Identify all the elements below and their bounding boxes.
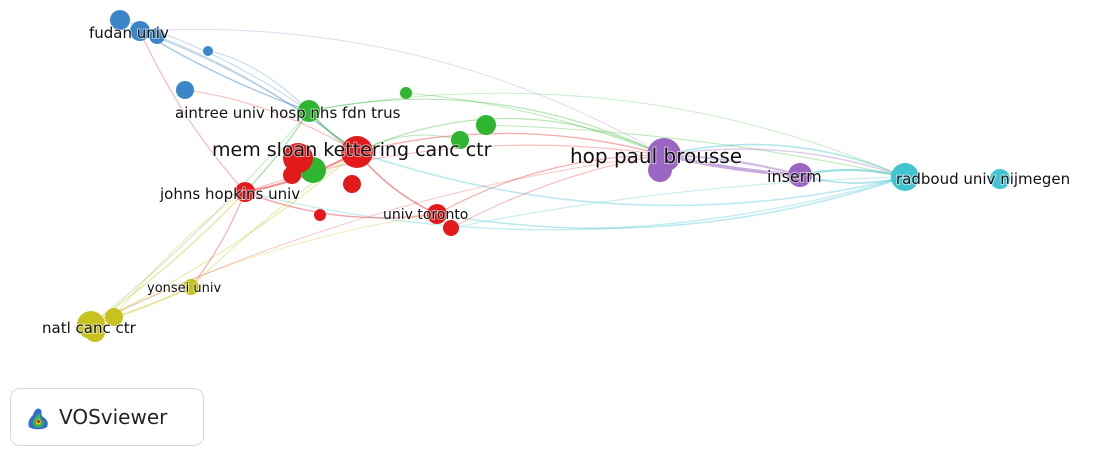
network-edge xyxy=(244,191,438,219)
network-edge xyxy=(405,92,665,156)
network-edge xyxy=(356,117,665,156)
network-node[interactable] xyxy=(176,81,194,99)
network-edge xyxy=(90,151,358,326)
network-edge xyxy=(139,28,665,156)
network-node[interactable] xyxy=(343,175,361,193)
network-edge xyxy=(436,154,665,215)
network-node[interactable] xyxy=(149,28,165,44)
node-univ-toronto[interactable] xyxy=(427,204,447,224)
network-edge xyxy=(113,191,246,318)
network-node[interactable] xyxy=(476,115,496,135)
label-johns-hopkins: johns hopkins univ xyxy=(159,185,300,203)
label-radboud: radboud univ nijmegen xyxy=(896,170,1070,188)
network-node[interactable] xyxy=(990,169,1010,189)
labels-layer: mem sloan kettering canc ctr johns hopkin… xyxy=(41,23,1071,338)
network-edge xyxy=(450,154,665,229)
node-inserm[interactable] xyxy=(788,163,812,187)
network-edge xyxy=(244,176,906,231)
nodes-layer xyxy=(77,10,1010,342)
network-node[interactable] xyxy=(110,10,130,30)
network-edge xyxy=(308,92,906,178)
network-node[interactable] xyxy=(203,46,213,56)
network-node[interactable] xyxy=(314,209,326,221)
network-node[interactable] xyxy=(400,87,412,99)
network-node[interactable] xyxy=(451,131,469,149)
node-yonsei[interactable] xyxy=(183,279,199,295)
node-johns-hopkins[interactable] xyxy=(235,182,255,202)
network-node[interactable] xyxy=(283,143,313,173)
network-edge xyxy=(356,151,906,207)
node-radboud[interactable] xyxy=(891,163,919,191)
label-natl-canc-ctr: natl canc ctr xyxy=(42,319,137,337)
network-node[interactable] xyxy=(443,220,459,236)
network-edge xyxy=(90,154,665,326)
vosviewer-logo-icon xyxy=(28,408,48,430)
network-edge xyxy=(139,30,246,193)
network-edge xyxy=(190,151,358,288)
network-node[interactable] xyxy=(283,166,301,184)
node-aintree[interactable] xyxy=(298,100,320,122)
vosviewer-label: VOSviewer xyxy=(59,405,168,429)
label-mem-sloan: mem sloan kettering canc ctr xyxy=(212,139,492,161)
vosviewer-badge[interactable]: VOSviewer xyxy=(10,388,204,446)
label-aintree: aintree univ hosp nhs fdn trus xyxy=(175,104,401,122)
node-hop-paul-brousse[interactable] xyxy=(647,138,681,172)
label-hop-paul-brousse: hop paul brousse xyxy=(570,144,742,168)
network-edge xyxy=(207,50,310,112)
network-edge xyxy=(156,35,358,153)
network-edge xyxy=(308,98,665,156)
node-mem-sloan[interactable] xyxy=(341,136,373,168)
network-edge xyxy=(663,148,906,178)
network-edge xyxy=(184,89,358,153)
label-yonsei: yonsei univ xyxy=(147,281,221,296)
network-node[interactable] xyxy=(105,308,123,326)
label-inserm: inserm xyxy=(767,167,822,186)
network-edge xyxy=(190,191,246,288)
network-edge xyxy=(485,124,906,178)
network-edge xyxy=(663,143,906,178)
network-edge xyxy=(450,176,906,229)
node-fudan[interactable] xyxy=(130,21,150,41)
network-edge xyxy=(139,30,310,112)
network-edge xyxy=(90,213,438,326)
node-natl-canc-ctr[interactable] xyxy=(77,311,105,339)
network-edge xyxy=(90,110,310,326)
network-edge xyxy=(436,176,906,230)
label-fudan: fudan univ xyxy=(89,24,169,42)
network-edge xyxy=(356,132,665,156)
label-univ-toronto: univ toronto xyxy=(383,207,468,223)
